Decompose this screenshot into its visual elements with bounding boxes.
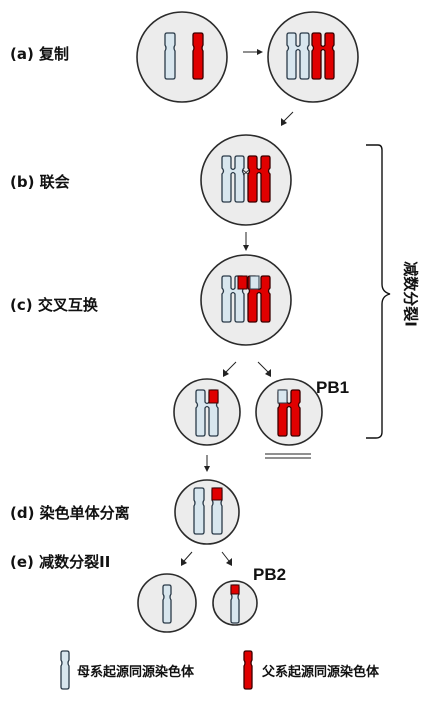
step-a-label: (a) 复制 xyxy=(10,45,69,63)
cell-c xyxy=(200,254,292,346)
paternal-chromosome xyxy=(192,32,204,80)
cell-d xyxy=(174,479,240,545)
arrow-b-down xyxy=(243,232,249,251)
arrow-d-right xyxy=(221,551,232,566)
maternal-legend-swatch xyxy=(60,650,70,690)
step-b-label: (b) 联会 xyxy=(10,173,70,191)
cell-b xyxy=(200,134,292,226)
arrow-a-down xyxy=(281,111,294,126)
cell-pb1 xyxy=(255,378,323,446)
arrow-d-left xyxy=(181,551,193,566)
arrow-c-left xyxy=(223,361,237,377)
exchanged-segment xyxy=(277,389,288,404)
arrow-a-right xyxy=(243,49,263,55)
maternal-chromatid xyxy=(162,584,172,624)
pb1-label: PB1 xyxy=(316,378,349,397)
arrow-meiosis1-down xyxy=(204,455,210,472)
cell-pb2 xyxy=(212,580,258,626)
exchanged-segment-maternal xyxy=(249,275,260,290)
legend-paternal: 父系起源同源染色体 xyxy=(243,650,380,690)
exchanged-segment xyxy=(211,487,223,501)
legend-maternal-label: 母系起源同源染色体 xyxy=(77,664,195,680)
cell-meiosis1-egg xyxy=(173,378,241,446)
cell-egg xyxy=(137,573,197,633)
step-e-label: (e) 减数分裂II xyxy=(10,553,110,571)
chiasma-mark xyxy=(242,169,250,176)
maternal-chromosome xyxy=(164,32,176,80)
exchanged-segment-paternal xyxy=(237,275,248,290)
exchanged-segment xyxy=(230,584,240,595)
cell-a2 xyxy=(267,11,359,103)
paternal-legend-swatch xyxy=(243,650,253,690)
step-d-label: (d) 染色单体分离 xyxy=(10,504,130,522)
meiosis1-brace xyxy=(366,144,391,439)
maternal-chromatid xyxy=(193,487,205,535)
exchanged-segment xyxy=(208,389,219,404)
arrow-c-right xyxy=(257,361,271,377)
pb2-label: PB2 xyxy=(253,565,286,584)
legend-paternal-label: 父系起源同源染色体 xyxy=(261,664,380,680)
pb1-underline xyxy=(265,453,311,459)
brace-label: 减数分裂I xyxy=(402,261,420,327)
step-c-label: (c) 交叉互换 xyxy=(10,296,99,314)
legend-maternal: 母系起源同源染色体 xyxy=(60,650,195,690)
cell-a1 xyxy=(136,11,228,103)
